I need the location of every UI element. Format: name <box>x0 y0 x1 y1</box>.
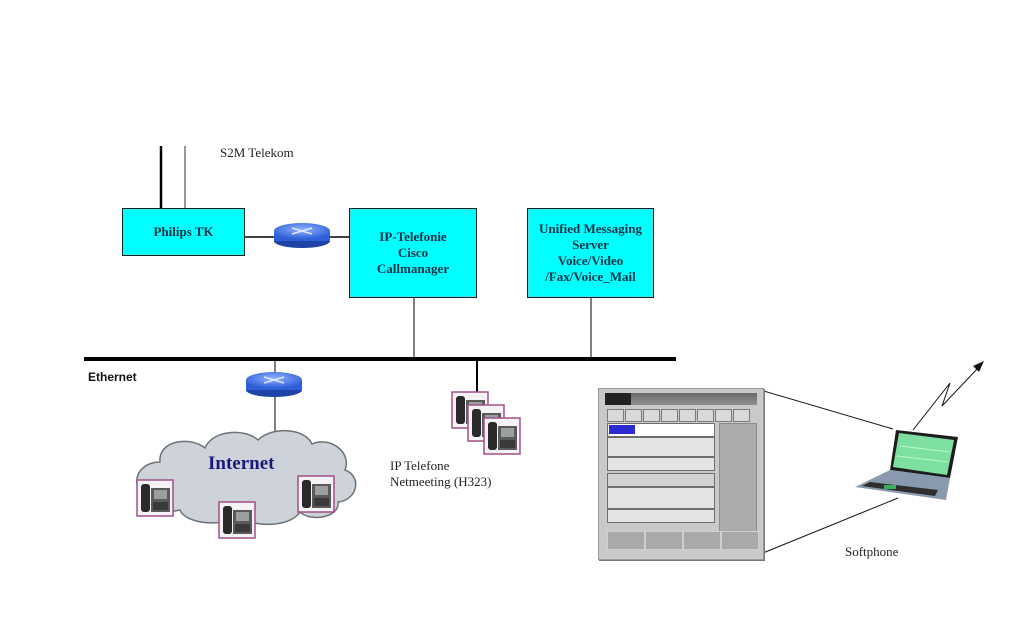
cisco-callmanager-node: IP-Telefonie Cisco Callmanager <box>349 208 477 298</box>
softphone-side-panel <box>719 423 757 533</box>
unified-messaging-node: Unified Messaging Server Voice/Video /Fa… <box>527 208 654 298</box>
link-softphone-laptop-top <box>756 388 894 430</box>
ums-line-4: /Fax/Voice_Mail <box>545 269 636 284</box>
softphone-toolbar-button <box>625 409 642 422</box>
ums-line-2: Server <box>572 237 609 252</box>
softphone-toolbar-button <box>679 409 696 422</box>
softphone-bottom-button <box>607 531 645 550</box>
softphone-bottom-button <box>683 531 721 550</box>
router-icon <box>246 372 302 397</box>
link-softphone-laptop-bottom <box>762 497 899 554</box>
ethernet-label: Ethernet <box>88 370 137 384</box>
softphone-toolbar-button <box>607 409 624 422</box>
softphone-window-icon <box>598 388 764 560</box>
wireless-link-icon <box>912 361 984 431</box>
s2m-telekom-label: S2M Telekom <box>220 145 294 160</box>
cisco-line-3: Callmanager <box>376 261 450 276</box>
softphone-toolbar-button <box>733 409 750 422</box>
softphone-logo <box>605 393 631 405</box>
philips-tk-node: Philips TK <box>122 208 245 256</box>
softphone-line-field <box>607 423 715 437</box>
softphone-toolbar-button <box>715 409 732 422</box>
ip-phone-icon <box>297 475 335 513</box>
softphone-panel <box>607 457 715 471</box>
philips-tk-label: Philips TK <box>153 224 214 239</box>
softphone-label: Softphone <box>845 544 899 559</box>
ip-phone-icon <box>136 479 174 517</box>
ums-line-3: Voice/Video <box>557 253 624 268</box>
softphone-panel <box>607 509 715 523</box>
cisco-line-2: Cisco <box>397 245 429 260</box>
softphone-panel <box>607 487 715 509</box>
ums-line-1: Unified Messaging <box>539 221 642 236</box>
softphone-panel <box>607 437 715 457</box>
softphone-toolbar-button <box>661 409 678 422</box>
ip-phone-icon <box>483 417 521 455</box>
router-icon <box>274 223 330 248</box>
laptop-icon <box>855 430 958 500</box>
softphone-titlebar <box>605 393 757 405</box>
softphone-toolbar-button <box>697 409 714 422</box>
ip-phones-label: IP Telefone Netmeeting (H323) <box>390 458 492 489</box>
softphone-line-selection <box>609 425 635 434</box>
softphone-bottom-button <box>721 531 759 550</box>
ip-phone-icon <box>218 501 256 539</box>
softphone-toolbar-button <box>643 409 660 422</box>
softphone-bottom-button <box>645 531 683 550</box>
internet-label: Internet <box>208 453 275 474</box>
cisco-line-1: IP-Telefonie <box>379 229 447 244</box>
softphone-panel <box>607 473 715 487</box>
